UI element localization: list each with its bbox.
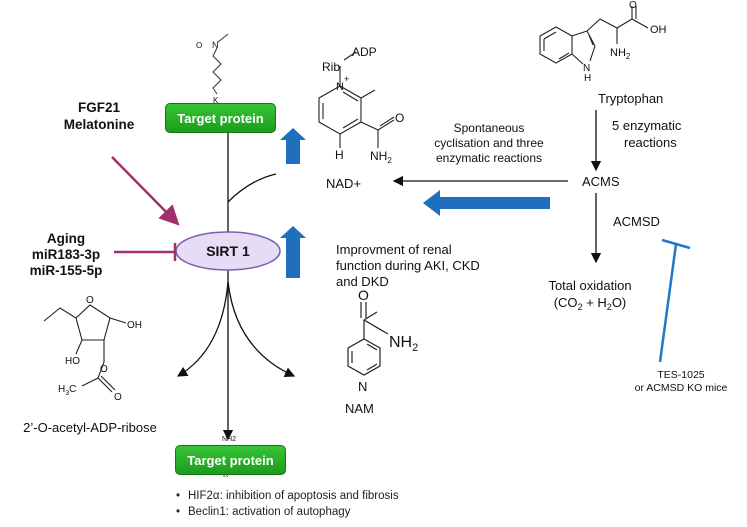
acms-to-nad-flux-arrow: [423, 190, 550, 216]
inhibitor-mir155: miR-155-5p: [30, 263, 103, 278]
nad-o: O: [395, 111, 404, 125]
renal-line2: function during AKI, CKD: [336, 258, 480, 273]
nam-structure: [347, 302, 389, 376]
bullet-item: •HIF2α: inhibition of apoptosis and fibr…: [176, 490, 399, 502]
oxidation-products: (CO2 + H2O): [554, 295, 627, 312]
acms-label: ACMS: [582, 174, 620, 189]
nad-n-plus: N: [336, 81, 344, 93]
top-lysine-k: K: [213, 96, 219, 105]
bullet-hif2a: HIF2α: inhibition of apoptosis and fibro…: [188, 490, 399, 502]
trp-nh-h: H: [584, 73, 591, 84]
activator-fgf21: FGF21: [78, 100, 121, 115]
top-nitrogen: N: [212, 40, 219, 50]
nam-n: N: [358, 379, 367, 394]
top-acyl-o: O: [196, 41, 202, 50]
nad-h: H: [335, 148, 344, 162]
nam-nh2: NH2: [389, 334, 418, 354]
nad-adp: ADP: [352, 45, 377, 59]
ribose-methyl: H3C: [58, 384, 76, 397]
ribose-ring-o: O: [86, 295, 94, 306]
ribose-ho: HO: [65, 356, 80, 367]
target-protein-bottom: Target protein: [175, 445, 286, 475]
bullet-beclin1: Beclin1: activation of autophagy: [188, 506, 351, 518]
nam-label: NAM: [345, 401, 374, 416]
ribose-carbonyl-o: O: [114, 392, 122, 403]
sirt1-label: SIRT 1: [206, 243, 250, 259]
bullet-item: •Beclin1: activation of autophagy: [176, 506, 351, 518]
acetyl-ribose-label: 2’-O-acetyl-ADP-ribose: [23, 420, 157, 435]
sirt1-to-nam-arrow: [227, 281, 296, 378]
renal-line3: and DKD: [336, 274, 389, 289]
top-lysine-chain: [212, 33, 229, 95]
ribose-oh: OH: [127, 320, 142, 331]
nad-label: NAD+: [326, 176, 361, 191]
inhibitor-ko-mice: or ACMSD KO mice: [635, 382, 728, 394]
sirt1-to-acetyl-ribose-arrow: [176, 281, 229, 377]
enzymatic-line2: reactions: [624, 135, 677, 150]
trp-oh: OH: [650, 24, 667, 36]
nad-plus-sign: +: [344, 74, 349, 84]
activator-arrow: [111, 156, 180, 226]
nad-increase-arrow: [280, 128, 306, 164]
trp-n: N: [583, 63, 590, 74]
tryptophan-structure: [539, 6, 649, 65]
spontaneous-line1: Spontaneous: [454, 121, 525, 135]
spontaneous-line3: enzymatic reactions: [436, 151, 542, 165]
tryptophan-label: Tryptophan: [598, 91, 663, 106]
nad-nh2: NH2: [370, 149, 392, 165]
renal-line1: Improvment of renal: [336, 242, 452, 257]
inhibitor-aging: Aging: [47, 231, 85, 246]
trp-nh2: NH2: [610, 47, 631, 61]
nad-rib-adp-bond: [343, 51, 357, 61]
nad-structure: [318, 66, 395, 148]
target-protein-top: Target protein: [165, 103, 276, 133]
nam-o: O: [358, 287, 369, 303]
bottom-amine: NH2: [222, 436, 236, 443]
nad-rib: Rib: [322, 60, 340, 74]
acmsd-label: ACMSD: [613, 214, 660, 229]
total-oxidation-label: Total oxidation: [548, 278, 631, 293]
enzymatic-line1: 5 enzymatic: [612, 118, 682, 133]
inhibitor-tes1025: TES-1025: [657, 369, 704, 381]
trp-o: O: [629, 0, 637, 11]
activator-melatonine: Melatonine: [64, 117, 135, 132]
outcome-bullet-list: •HIF2α: inhibition of apoptosis and fibr…: [176, 488, 399, 520]
sirt1-to-nad-line: [227, 173, 277, 203]
inhibitor-mir183: miR183-3p: [32, 247, 100, 262]
renal-improvement-arrow: [280, 226, 306, 278]
acetyl-ribose-structure: [43, 304, 127, 393]
ribose-ester-o: O: [100, 364, 108, 375]
acmsd-inhibition-line: [658, 243, 678, 363]
spontaneous-line2: cyclisation and three: [434, 136, 544, 150]
acmsd-inhibition-bar: [661, 238, 691, 250]
